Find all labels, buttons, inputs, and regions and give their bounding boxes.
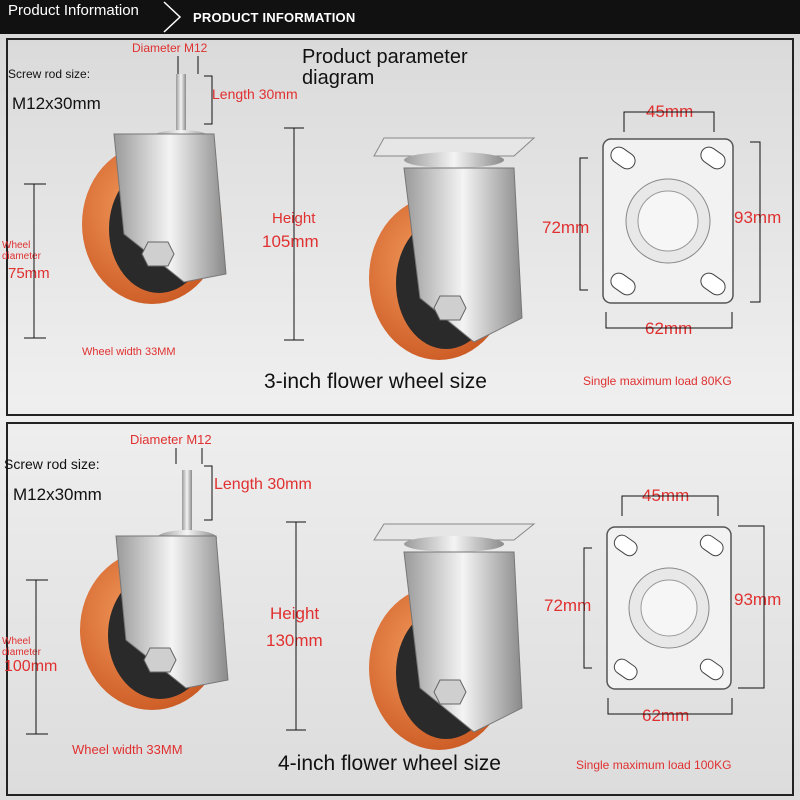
plate-bottom-dim: 62mm bbox=[642, 706, 690, 725]
screw-rod-label: Screw rod size: bbox=[4, 456, 100, 472]
diameter-label: Diameter M12 bbox=[130, 432, 212, 447]
wheel-diameter-label: Wheel diameter bbox=[2, 636, 41, 658]
dimension-lines bbox=[24, 56, 761, 341]
panel-3-inch: Product parameter diagram Diameter M12 S… bbox=[2, 38, 794, 416]
plate-left-dim: 72mm bbox=[542, 218, 590, 237]
plate-right-dim: 93mm bbox=[734, 208, 782, 227]
header-tab[interactable]: Product Information bbox=[0, 0, 165, 24]
plate-right-dim: 93mm bbox=[734, 590, 782, 609]
header-bar: Product Information PRODUCT INFORMATION bbox=[0, 0, 800, 34]
plate-left-dim: 72mm bbox=[544, 596, 592, 615]
caster-illustration bbox=[82, 74, 227, 304]
load-label: Single maximum load 80KG bbox=[583, 374, 732, 388]
height-value: 130mm bbox=[266, 631, 323, 650]
diameter-label: Diameter M12 bbox=[132, 41, 208, 55]
header-tab-label: Product Information bbox=[8, 2, 139, 19]
header-title: PRODUCT INFORMATION bbox=[193, 10, 356, 25]
wheel-diameter-value: 100mm bbox=[4, 658, 58, 675]
panel-4-inch: Diameter M12 Screw rod size: M12x30mm Le… bbox=[2, 422, 794, 796]
height-value: 105mm bbox=[262, 232, 319, 251]
wheel-diameter-label: Wheel diameter bbox=[2, 240, 41, 262]
wheel-width-label: Wheel width 33MM bbox=[82, 346, 176, 358]
dimension-lines bbox=[26, 448, 765, 735]
height-label: Height bbox=[270, 604, 320, 623]
caster-illustration bbox=[80, 470, 229, 710]
size-caption: 4-inch flower wheel size bbox=[278, 752, 501, 775]
caster-side-illustration bbox=[369, 137, 536, 360]
caster-side-illustration bbox=[369, 523, 536, 750]
screw-rod-value: M12x30mm bbox=[12, 94, 101, 113]
size-caption: 3-inch flower wheel size bbox=[264, 370, 487, 393]
length-label: Length 30mm bbox=[214, 476, 312, 493]
screw-rod-value: M12x30mm bbox=[13, 485, 102, 504]
load-label: Single maximum load 100KG bbox=[576, 758, 732, 772]
length-label: Length 30mm bbox=[212, 86, 298, 102]
screw-rod-label: Screw rod size: bbox=[8, 67, 91, 81]
mounting-plate-illustration bbox=[606, 526, 732, 690]
diagram-title-line1: Product parameter bbox=[302, 46, 468, 68]
wheel-width-label: Wheel width 33MM bbox=[72, 742, 183, 757]
chevron-right-icon bbox=[163, 1, 182, 33]
diagram-title-line2: diagram bbox=[302, 67, 375, 89]
mounting-plate-illustration bbox=[602, 138, 734, 304]
wheel-diameter-value: 75mm bbox=[8, 265, 50, 282]
